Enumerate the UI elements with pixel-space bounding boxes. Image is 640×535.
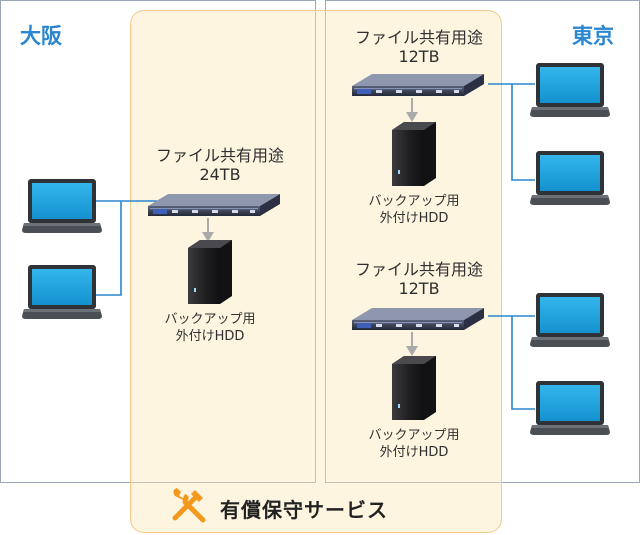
nas-name: ファイル共有用途 [354, 28, 483, 47]
hdd-label-line1: バックアップ用 [368, 194, 460, 209]
hdd-label-line1: バックアップ用 [368, 428, 460, 443]
nas-label-tokyo-1: ファイル共有用途 12TB [319, 28, 519, 66]
hdd-label-tokyo-2: バックアップ用 外付けHDD [344, 427, 484, 461]
osaka-network-lines [96, 200, 157, 296]
down-arrow-icon [202, 218, 214, 242]
hdd-label-line2: 外付けHDD [379, 445, 449, 460]
nas-label-tokyo-2: ファイル共有用途 12TB [319, 260, 519, 298]
osaka-region-title: 大阪 [20, 24, 62, 48]
nas-device-icon [352, 308, 484, 330]
hdd-label-line2: 外付けHDD [379, 211, 449, 226]
laptop-icon [530, 63, 610, 117]
nas-capacity: 12TB [398, 47, 440, 66]
hdd-label-line1: バックアップ用 [164, 312, 256, 327]
nas-label-osaka: ファイル共有用途 24TB [120, 146, 320, 184]
nas-capacity: 24TB [199, 165, 241, 184]
laptop-icon [22, 265, 102, 319]
nas-device-icon [148, 194, 280, 216]
laptop-icon [530, 151, 610, 205]
external-hdd-icon [188, 240, 232, 304]
down-arrow-icon [406, 332, 418, 356]
tools-icon [172, 488, 206, 523]
nas-capacity: 12TB [398, 279, 440, 298]
nas-device-icon [352, 74, 484, 96]
service-label: 有償保守サービス [220, 498, 388, 522]
external-hdd-icon [392, 122, 436, 186]
osaka-region-box [0, 0, 316, 483]
hdd-label-osaka: バックアップ用 外付けHDD [140, 311, 280, 345]
tokyo-region-title: 東京 [572, 24, 614, 48]
nas-name: ファイル共有用途 [354, 260, 483, 279]
hdd-label-tokyo-1: バックアップ用 外付けHDD [344, 193, 484, 227]
nas-name: ファイル共有用途 [155, 146, 284, 165]
laptop-icon [530, 293, 610, 347]
laptop-icon [530, 381, 610, 435]
laptop-icon [22, 179, 102, 233]
tokyo-network-lines [488, 83, 535, 410]
external-hdd-icon [392, 356, 436, 420]
hdd-label-line2: 外付けHDD [175, 329, 245, 344]
down-arrow-icon [406, 98, 418, 122]
